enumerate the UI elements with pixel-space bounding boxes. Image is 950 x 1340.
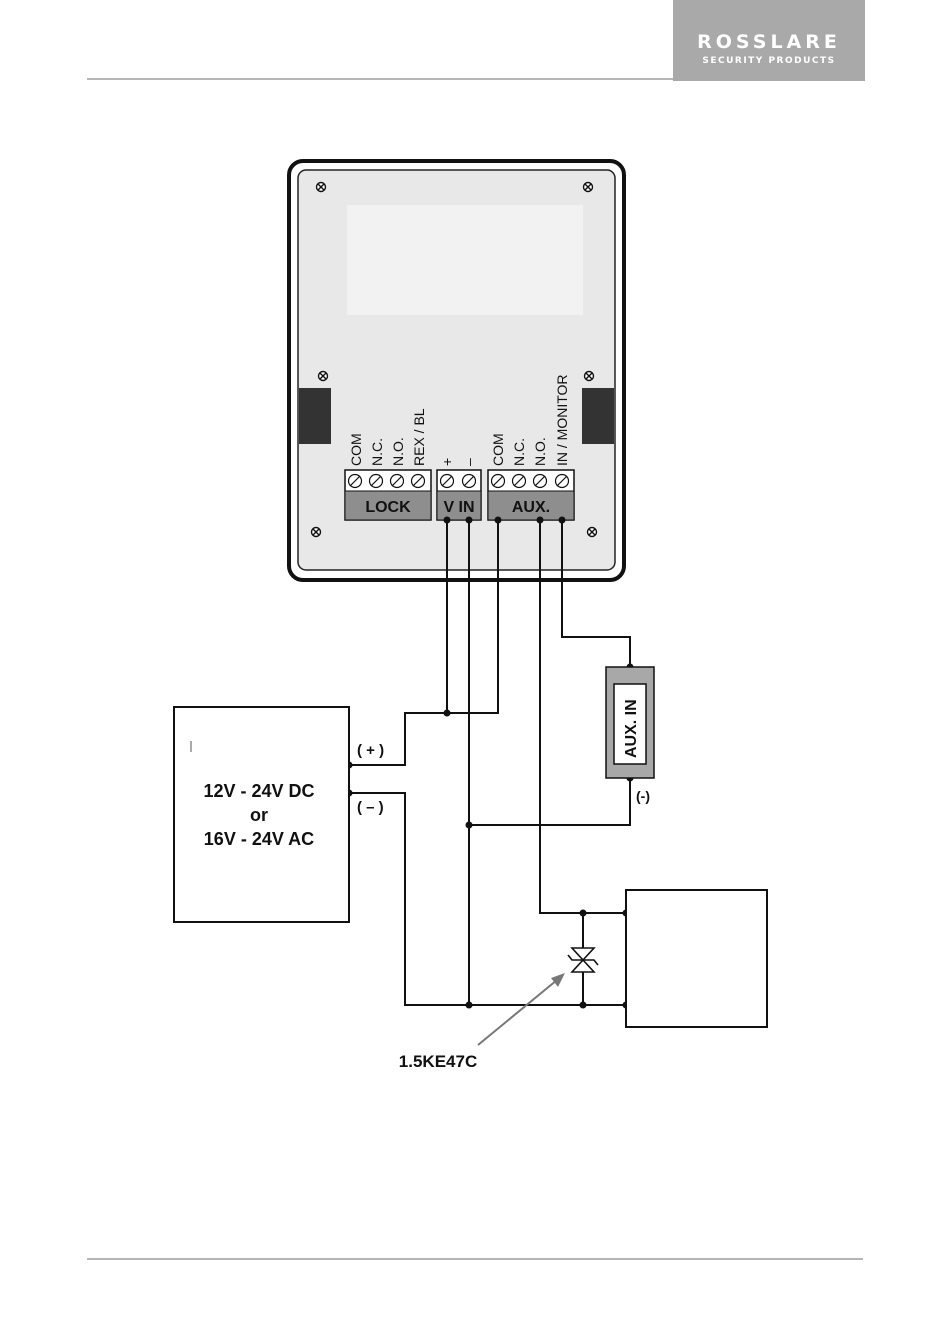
screw-icon bbox=[317, 183, 326, 192]
junction-dot bbox=[466, 517, 473, 524]
junction-dot bbox=[444, 710, 451, 717]
terminal-screw-icon bbox=[534, 475, 547, 488]
lock-terminal-rex-label: REX / BL bbox=[411, 408, 427, 466]
vin-terminal-minus-label: – bbox=[461, 458, 477, 466]
aux-terminal-com-label: COM bbox=[490, 433, 506, 466]
terminal-screw-icon bbox=[556, 475, 569, 488]
lock-terminal-no-label: N.O. bbox=[390, 437, 406, 466]
junction-dot bbox=[466, 822, 473, 829]
vin-label: V IN bbox=[443, 499, 474, 516]
lock-label: LOCK bbox=[365, 499, 411, 516]
aux-terminal-monitor-label: IN / MONITOR bbox=[554, 374, 570, 466]
aux-in-negative-label: (-) bbox=[636, 788, 650, 804]
junction-dot bbox=[537, 517, 544, 524]
screw-icon bbox=[584, 183, 593, 192]
psu-line-2: or bbox=[250, 805, 268, 825]
junction-dot bbox=[444, 517, 451, 524]
load-device-box bbox=[626, 890, 767, 1027]
terminal-screw-icon bbox=[441, 475, 454, 488]
psu-line-1: 12V - 24V DC bbox=[203, 781, 314, 801]
junction-dot bbox=[580, 910, 587, 917]
lock-terminal-nc-label: N.C. bbox=[369, 438, 385, 466]
diode-pointer-arrow bbox=[478, 973, 565, 1045]
screw-icon bbox=[312, 528, 321, 537]
junction-dot bbox=[559, 517, 566, 524]
wire-aux-in-neg bbox=[469, 778, 630, 825]
display-window bbox=[347, 205, 583, 315]
screw-icon bbox=[585, 372, 594, 381]
aux-terminal-no-label: N.O. bbox=[532, 437, 548, 466]
terminal-screw-icon bbox=[370, 475, 383, 488]
junction-dot bbox=[466, 1002, 473, 1009]
aux-in-label: AUX. IN bbox=[623, 699, 640, 758]
vin-terminal-plus-label: + bbox=[439, 458, 455, 466]
terminal-screw-icon bbox=[349, 475, 362, 488]
terminal-screw-icon bbox=[492, 475, 505, 488]
junction-dot bbox=[495, 517, 502, 524]
psu-minus-label: ( – ) bbox=[357, 799, 384, 816]
psu-plus-label: ( + ) bbox=[357, 742, 384, 759]
screw-icon bbox=[588, 528, 597, 537]
lock-terminal-com-label: COM bbox=[348, 433, 364, 466]
terminal-screw-icon bbox=[412, 475, 425, 488]
aux-label: AUX. bbox=[512, 499, 550, 516]
terminal-screw-icon bbox=[463, 475, 476, 488]
terminal-screw-icon bbox=[391, 475, 404, 488]
footer-rule bbox=[87, 1258, 863, 1260]
mounting-slot-left bbox=[299, 388, 331, 444]
screw-icon bbox=[319, 372, 328, 381]
junction-dot bbox=[580, 1002, 587, 1009]
psu-line-3: 16V - 24V AC bbox=[204, 829, 314, 849]
mounting-slot-right bbox=[582, 388, 614, 444]
terminal-screw-icon bbox=[513, 475, 526, 488]
wiring bbox=[349, 520, 630, 1005]
tvs-diode-icon bbox=[568, 948, 598, 972]
aux-terminal-nc-label: N.C. bbox=[511, 438, 527, 466]
diode-part-label: 1.5KE47C bbox=[399, 1052, 477, 1071]
